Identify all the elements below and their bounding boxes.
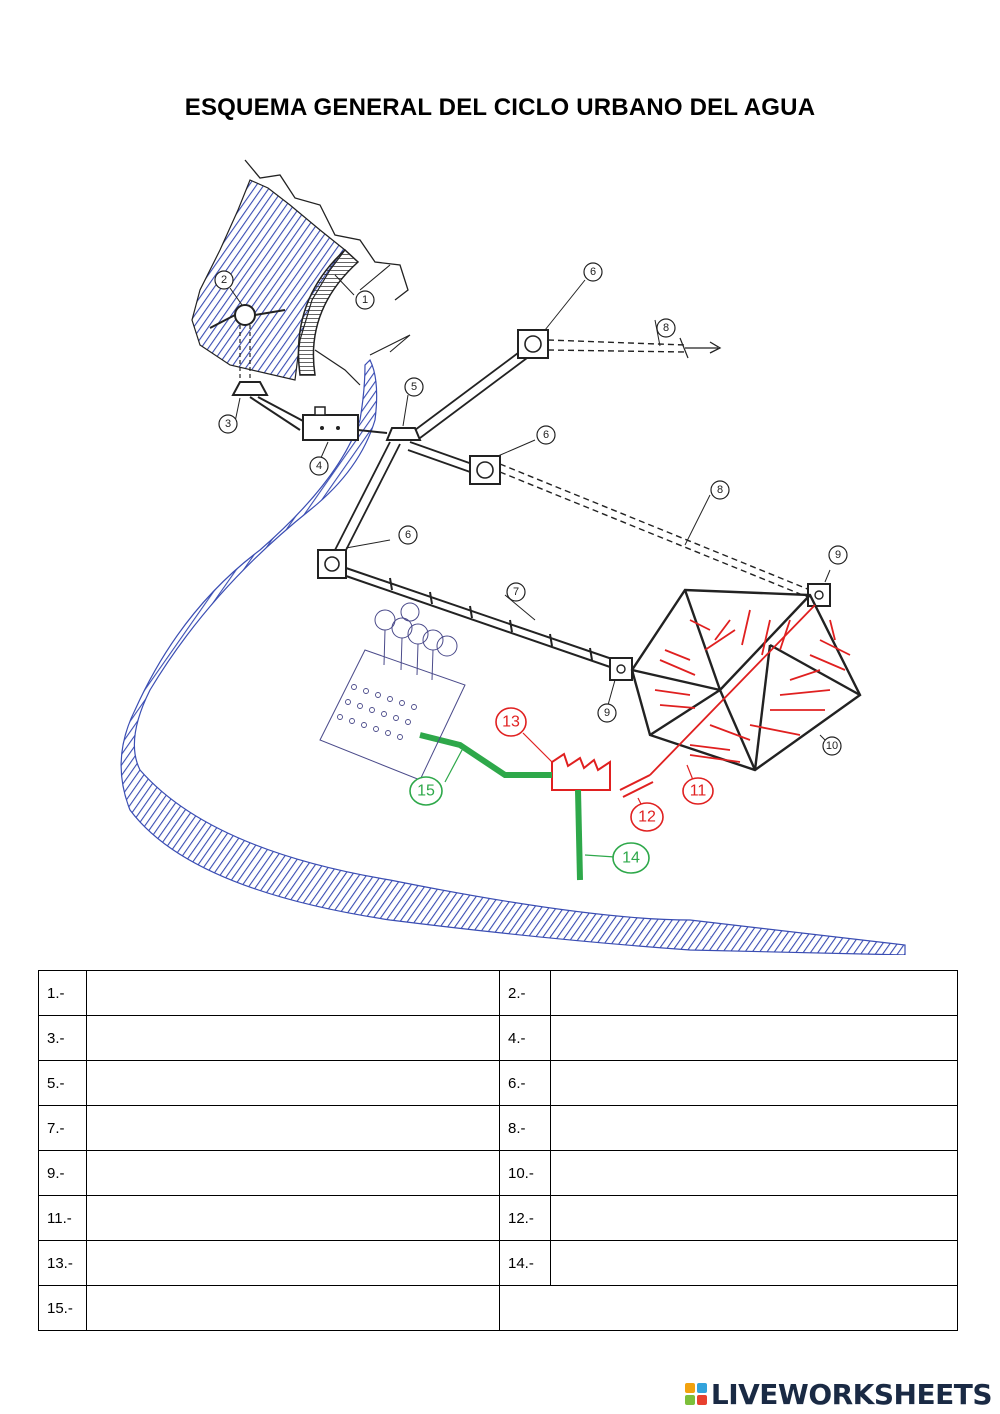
label-9b: 9 [835,549,841,561]
label-4: 4 [316,460,322,472]
liveworksheets-logo-icon [684,1383,707,1405]
label-5: 5 [411,381,417,393]
answer-row: 13.- 14.- [38,1240,958,1286]
answer-field[interactable] [550,1150,958,1196]
answer-number: 7.- [38,1105,87,1151]
reservoir [191,179,346,381]
answer-field[interactable] [86,1195,500,1241]
liveworksheets-logo[interactable]: LIVEWORKSHEETS [684,1374,993,1414]
answer-field[interactable] [550,1195,958,1241]
label-11: 11 [690,783,707,800]
answer-table: 1.-2.-3.-4.-5.-6.-7.-8.-9.-10.-11.-12.-1… [38,970,958,1331]
answer-number: 10.- [499,1150,551,1196]
answer-number: 12.- [499,1195,551,1241]
label-14: 14 [622,850,640,867]
river [120,358,906,955]
dam [297,248,360,376]
answer-number: 6.- [499,1060,551,1106]
answer-row: 7.- 8.- [38,1105,958,1151]
answer-field[interactable] [550,1060,958,1106]
answer-field[interactable] [86,1060,500,1106]
label-9a: 9 [604,707,610,719]
answer-field[interactable] [86,970,500,1016]
label-6b: 6 [543,429,549,441]
answer-number: 3.- [38,1015,87,1061]
answer-number: 11.- [38,1195,87,1241]
label-10: 10 [826,740,838,752]
answer-row: 11.- 12.- [38,1195,958,1241]
label-6c: 6 [405,529,411,541]
answer-number: 15.- [38,1285,87,1331]
label-15: 15 [417,783,435,800]
label-3: 3 [225,418,231,430]
water-cycle-diagram: 1 2 3 4 5 6 6 6 7 8 8 9 9 10 11 12 13 14… [90,150,910,955]
label-12: 12 [638,809,656,826]
worksheet-title: ESQUEMA GENERAL DEL CICLO URBANO DEL AGU… [184,94,816,121]
label-6a: 6 [590,266,596,278]
answer-field[interactable] [550,1015,958,1061]
pump-station [231,381,269,396]
answer-number: 14.- [499,1240,551,1286]
answer-field[interactable] [86,1015,500,1061]
answer-field[interactable] [550,1105,958,1151]
mountain-outline [244,159,409,301]
answer-row: 9.- 10.- [38,1150,958,1196]
label-1: 1 [362,294,368,306]
answer-number: 8.- [499,1105,551,1151]
label-8b: 8 [717,484,723,496]
intake-tower [234,304,256,326]
answer-row: 15.- [38,1285,958,1331]
answer-row: 3.- 4.- [38,1015,958,1061]
answer-number: 4.- [499,1015,551,1061]
reuse-pipes [419,732,583,881]
answer-field[interactable] [86,1105,500,1151]
logo-text: LIVEWORKSHEETS [710,1377,993,1411]
treatment-plant [302,414,359,441]
answer-row: 5.- 6.- [38,1060,958,1106]
label-8a: 8 [663,322,669,334]
label-7: 7 [513,586,519,598]
label-2: 2 [221,274,227,286]
storage-tank [517,329,549,359]
answer-field[interactable] [86,1150,500,1196]
answer-field[interactable] [550,1240,958,1286]
answer-number: 1.- [38,970,87,1016]
answer-row: 1.- 2.- [38,970,958,1016]
distribution-tank [385,427,422,441]
answer-number: 2.- [499,970,551,1016]
irrigated-field [319,602,466,781]
answer-number [499,1285,958,1331]
answer-number: 9.- [38,1150,87,1196]
answer-field[interactable] [86,1285,500,1331]
answer-field[interactable] [86,1240,500,1286]
storage-tank [317,549,347,579]
label-13: 13 [502,714,520,731]
answer-field[interactable] [550,970,958,1016]
answer-number: 13.- [38,1240,87,1286]
wastewater-plant [551,752,611,791]
sewer-network [649,604,851,776]
answer-number: 5.- [38,1060,87,1106]
